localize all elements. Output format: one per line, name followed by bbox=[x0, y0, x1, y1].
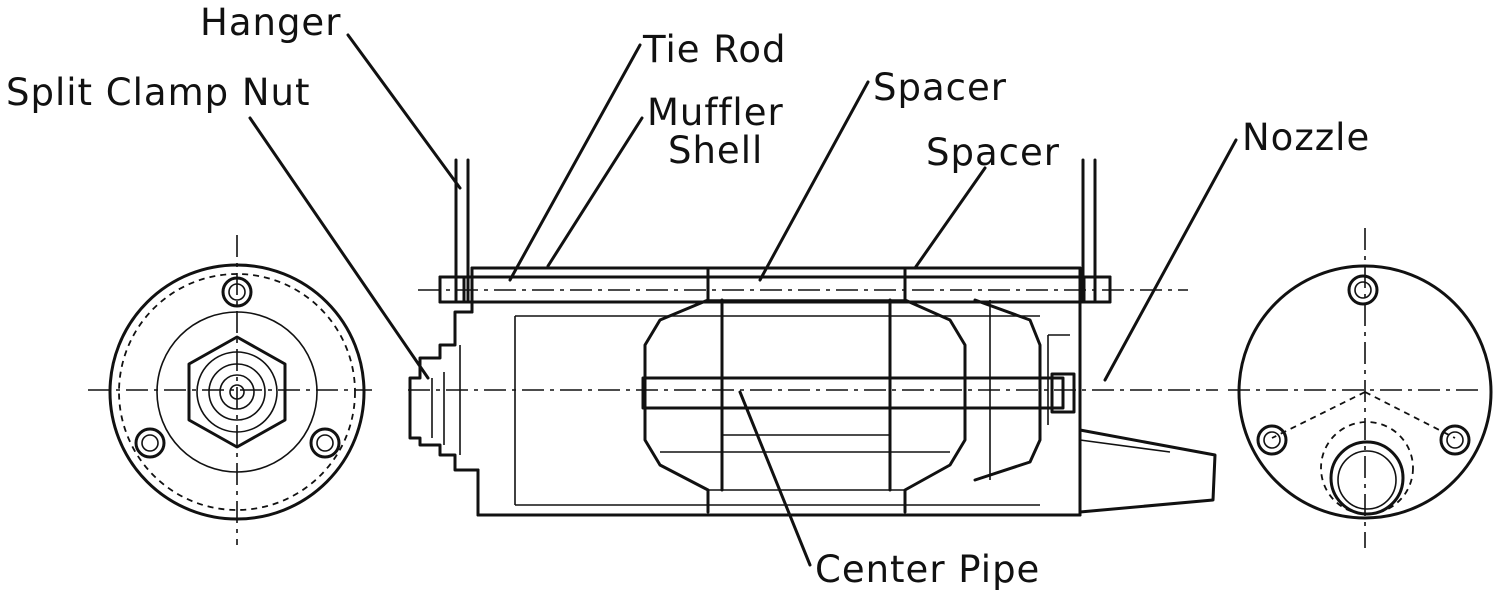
leader-split-clamp-nut bbox=[248, 116, 430, 380]
spacer-cone-baffle bbox=[643, 268, 967, 514]
leader-nozzle bbox=[1103, 138, 1238, 382]
left-bolt-lower-right bbox=[309, 427, 341, 459]
label-hanger: Hanger bbox=[200, 1, 341, 44]
leader-muffler-shell bbox=[546, 116, 644, 268]
leader-spacer-2 bbox=[913, 166, 987, 270]
right-bolt-left bbox=[1256, 424, 1288, 456]
leader-spacer-1 bbox=[758, 80, 870, 282]
left-bolt-top bbox=[221, 276, 253, 308]
label-muffler-shell-line2: Shell bbox=[668, 129, 763, 172]
label-muffler-shell-line1: Muffler bbox=[647, 91, 784, 134]
leader-tie-rod bbox=[508, 43, 642, 282]
left-bolt-lower-left bbox=[134, 427, 166, 459]
right-bolt-right bbox=[1439, 424, 1471, 456]
label-split-clamp-nut: Split Clamp Nut bbox=[6, 71, 311, 114]
leader-center-pipe bbox=[738, 390, 812, 567]
muffler-side-view bbox=[408, 158, 1218, 517]
spacer-outlet bbox=[973, 298, 1070, 482]
split-clamp-nut bbox=[408, 310, 480, 472]
label-tie-rod: Tie Rod bbox=[642, 28, 786, 71]
nozzle bbox=[1078, 428, 1217, 514]
labels: Hanger Split Clamp Nut Tie Rod Muffler S… bbox=[6, 1, 1370, 591]
leader-hanger bbox=[346, 33, 462, 190]
label-spacer-1: Spacer bbox=[873, 66, 1007, 109]
hanger-left bbox=[454, 158, 470, 302]
label-spacer-2: Spacer bbox=[926, 131, 1060, 174]
right-nozzle-opening bbox=[1320, 421, 1414, 516]
label-nozzle: Nozzle bbox=[1242, 116, 1370, 159]
label-center-pipe: Center Pipe bbox=[815, 548, 1040, 591]
right-end-view bbox=[1228, 228, 1493, 548]
muffler-shell bbox=[470, 266, 1082, 517]
tie-rod bbox=[438, 275, 1112, 304]
right-bolt-top bbox=[1347, 274, 1379, 306]
left-end-view bbox=[88, 235, 372, 545]
leader-lines bbox=[248, 33, 1238, 567]
center-pipe bbox=[641, 372, 1076, 414]
